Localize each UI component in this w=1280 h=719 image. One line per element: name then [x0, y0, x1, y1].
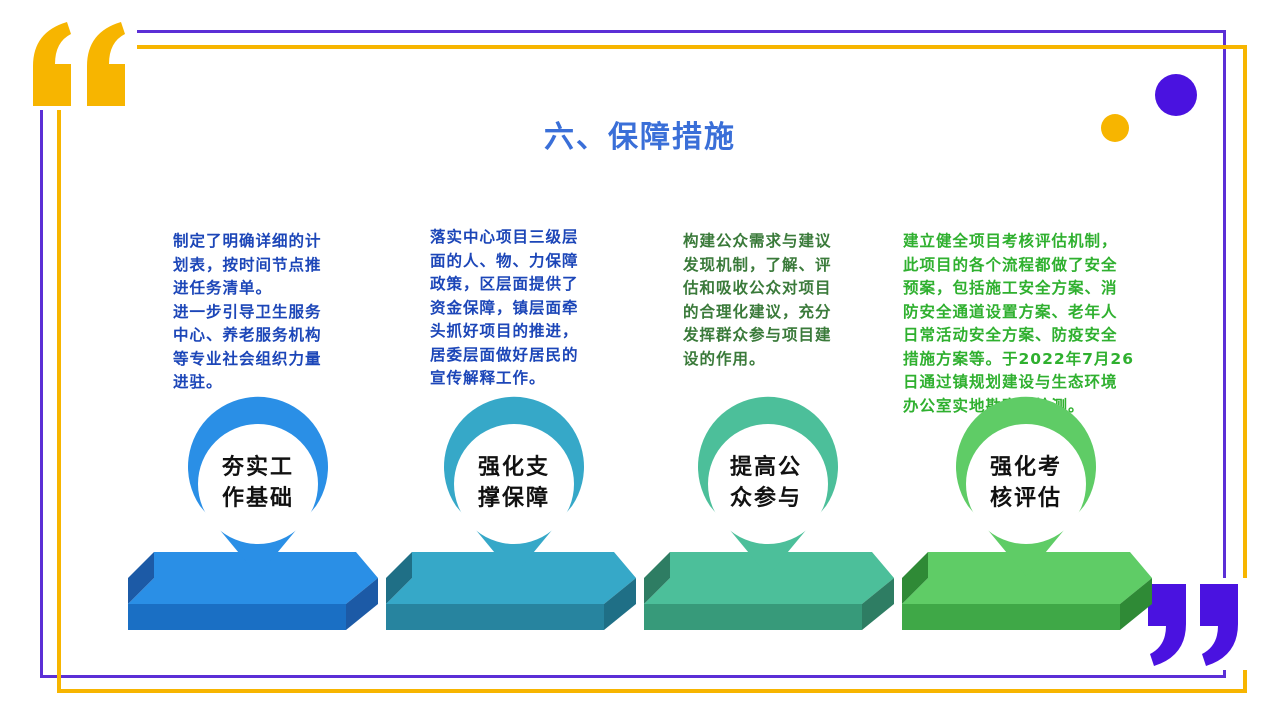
step-2-label-line-1: 强化支	[477, 455, 550, 480]
step-3-label-line-1: 提高公	[729, 455, 802, 480]
step-1-label-line-1: 夯实工	[221, 455, 294, 480]
step-4-arrow	[902, 552, 1152, 630]
step-1-label-line-2: 作基础	[221, 486, 294, 511]
step-1-description-para-1: 制定了明确详细的计 划表，按时间节点推 进任务清单。	[173, 232, 322, 297]
open-quote-icon	[25, 18, 137, 110]
dot-purple-icon	[1155, 74, 1197, 116]
step-4-label: 强化考 核评估	[966, 452, 1086, 514]
step-4-pin-icon	[956, 396, 1096, 576]
step-1-pin-icon	[188, 396, 328, 576]
step-2-label: 强化支 撑保障	[454, 452, 574, 514]
outer-frame-purple	[40, 30, 1226, 678]
step-4-label-line-1: 强化考	[989, 455, 1062, 480]
step-4-label-line-2: 核评估	[989, 486, 1062, 511]
outer-frame-yellow	[57, 45, 1247, 693]
step-4-description-para-1: 建立健全项目考核评估机制， 此项目的各个流程都做了安全 预案，包括施工安全方案、…	[903, 232, 1134, 415]
step-1-description: 制定了明确详细的计 划表，按时间节点推 进任务清单。 进一步引导卫生服务 中心、…	[173, 230, 363, 395]
step-4-description: 建立健全项目考核评估机制， 此项目的各个流程都做了安全 预案，包括施工安全方案、…	[903, 230, 1163, 418]
step-2-arrow	[386, 552, 636, 630]
step-2-description-para-1: 落实中心项目三级层 面的人、物、力保障 政策，区层面提供了 资金保障，镇层面牵 …	[430, 228, 579, 387]
step-2-pin-icon	[444, 396, 584, 576]
step-2-description: 落实中心项目三级层 面的人、物、力保障 政策，区层面提供了 资金保障，镇层面牵 …	[430, 226, 620, 391]
dot-yellow-icon	[1101, 114, 1129, 142]
page-title: 六、保障措施	[544, 120, 736, 155]
close-quote-icon	[1138, 578, 1250, 670]
step-3-pin-icon	[698, 396, 838, 576]
step-3-description: 构建公众需求与建议 发现机制，了解、评 估和吸收公众对项目 的合理化建议，充分 …	[683, 230, 873, 371]
step-3-description-para-1: 构建公众需求与建议 发现机制，了解、评 估和吸收公众对项目 的合理化建议，充分 …	[683, 232, 832, 368]
step-1-description-para-2: 进一步引导卫生服务 中心、养老服务机构 等专业社会组织力量 进驻。	[173, 302, 322, 392]
step-1-arrow	[128, 552, 378, 630]
step-1-label: 夯实工 作基础	[198, 452, 318, 514]
step-2-label-line-2: 撑保障	[477, 486, 550, 511]
step-3-label: 提高公 众参与	[706, 452, 826, 514]
step-3-arrow	[644, 552, 894, 630]
step-3-label-line-2: 众参与	[729, 486, 802, 511]
